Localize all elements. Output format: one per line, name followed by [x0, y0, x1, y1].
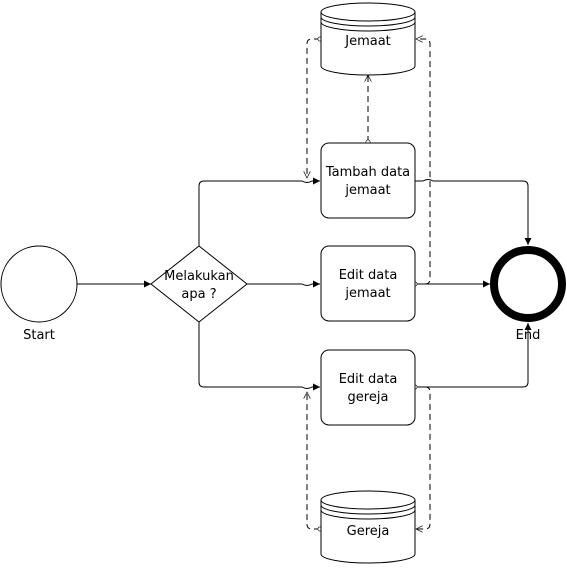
- gateway-label-line2: apa ?: [181, 287, 216, 302]
- task-tambah-data-jemaat[interactable]: Tambah data jemaat: [320, 142, 416, 219]
- start-label: Start: [23, 328, 55, 343]
- task-edit-data-gereja[interactable]: Edit data gereja: [320, 349, 416, 426]
- flow-tambah-to-end: [415, 179, 532, 245]
- data-store-gereja[interactable]: Gereja: [320, 490, 416, 564]
- assoc-gereja-to-edit-gereja: [307, 392, 320, 529]
- task-box: [320, 349, 416, 426]
- flow-gateway-to-tambah: [198, 177, 320, 246]
- store-top: [320, 490, 416, 510]
- store-ring: [320, 21, 416, 32]
- store-ring: [320, 504, 416, 515]
- end-event-circle: [490, 246, 566, 322]
- task-label-line1: Edit data: [339, 372, 398, 387]
- assoc-jemaat-to-tambah: [307, 39, 320, 178]
- store-label: Jemaat: [344, 34, 391, 49]
- end-label: End: [516, 328, 541, 343]
- sequence-flows: [77, 177, 532, 391]
- end-event[interactable]: End: [490, 246, 566, 343]
- start-event[interactable]: Start: [0, 245, 78, 343]
- task-edit-data-jemaat[interactable]: Edit data jemaat: [320, 245, 416, 322]
- task-label-line1: Edit data: [339, 268, 398, 283]
- assoc-edit-jemaat-to-jemaat: [415, 39, 431, 284]
- task-box: [320, 142, 416, 219]
- store-ring: [320, 509, 416, 520]
- store-body: [320, 12, 416, 76]
- store-ring: [320, 16, 416, 27]
- gateway-diamond: [150, 245, 248, 323]
- flow-gateway-to-edit-jemaat: [247, 280, 320, 288]
- task-box: [320, 245, 416, 322]
- store-body: [320, 500, 416, 564]
- start-event-circle: [0, 245, 78, 323]
- data-associations: [307, 39, 431, 529]
- store-top: [320, 2, 416, 22]
- flow-edit-gereja-to-end: [415, 323, 532, 388]
- task-label-line2: jemaat: [344, 183, 390, 198]
- decision-gateway[interactable]: Melakukan apa ?: [150, 245, 248, 323]
- task-label-line2: gereja: [348, 390, 389, 405]
- gateway-label-line1: Melakukan: [164, 269, 234, 284]
- assoc-edit-gereja-to-gereja: [415, 387, 431, 529]
- task-label-line2: jemaat: [344, 286, 390, 301]
- flow-gateway-to-edit-gereja: [198, 322, 320, 391]
- store-label: Gereja: [347, 524, 390, 539]
- data-store-jemaat[interactable]: Jemaat: [320, 2, 416, 76]
- task-label-line1: Tambah data: [325, 165, 410, 180]
